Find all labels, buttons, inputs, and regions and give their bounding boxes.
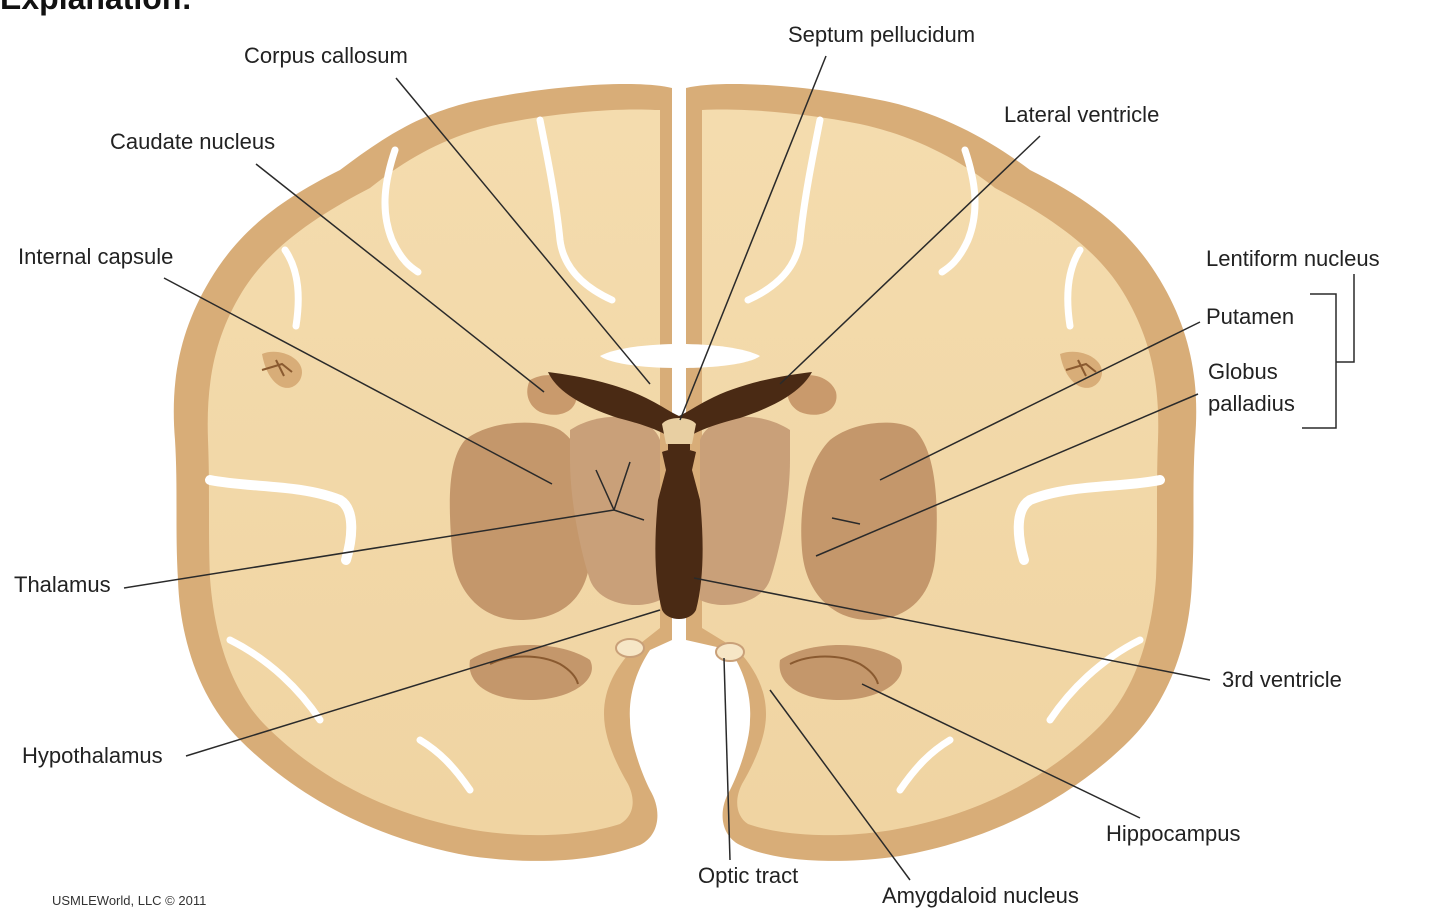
label-globus-line1: Globus (1208, 359, 1278, 384)
left-sulcus-1 (381, 146, 422, 276)
right-sulcus-3 (1013, 475, 1165, 565)
label-third-ventricle: 3rd ventricle (1222, 667, 1342, 692)
right-putamen (801, 422, 937, 620)
leader-internal-capsule (163, 277, 553, 485)
right-thalamus (700, 416, 790, 606)
copyright-credit: USMLEWorld, LLC © 2011 (52, 893, 207, 908)
right-sulcus-6 (744, 116, 824, 304)
leader-caudate-nucleus (255, 163, 545, 393)
left-sulcus-2 (281, 246, 302, 330)
leader-globus (815, 393, 1199, 557)
bracket-lentiform (1336, 274, 1355, 363)
lateral-ventricles (548, 372, 812, 450)
right-sulcus-2 (1064, 246, 1084, 330)
label-amygdaloid-nucleus: Amygdaloid nucleus (882, 883, 1079, 908)
leader-amygdaloid (769, 689, 911, 881)
leader-thalamus (123, 461, 645, 589)
label-hippocampus: Hippocampus (1106, 821, 1241, 846)
corpus-callosum-region (600, 344, 760, 368)
third-ventricle (655, 449, 703, 619)
optic-tract-left (615, 638, 645, 658)
label-internal-capsule: Internal capsule (18, 244, 174, 269)
bracket-putamen-globus (1302, 293, 1337, 429)
leader-hypothalamus (185, 609, 661, 757)
leader-third-ventricle (693, 577, 1211, 681)
right-hippocampus (779, 645, 902, 700)
label-putamen: Putamen (1206, 304, 1295, 329)
leader-hippocampus (861, 683, 1141, 819)
label-corpus-callosum: Corpus callosum (244, 43, 408, 68)
label-hypothalamus: Hypothalamus (22, 743, 163, 768)
left-sulcus-3 (205, 475, 357, 565)
optic-tract-right (715, 642, 745, 662)
leader-optic-tract (723, 657, 731, 861)
right-sulcus-4 (1046, 636, 1144, 724)
label-caudate-nucleus: Caudate nucleus (110, 129, 276, 154)
right-hemisphere (686, 84, 1197, 861)
leader-putamen (879, 321, 1201, 481)
explanation-heading: Explanation: (0, 0, 192, 17)
label-globus-line2: palladius (1208, 391, 1295, 416)
leader-septum-pellucidum (679, 55, 827, 421)
left-hemisphere (173, 84, 673, 861)
right-insula-gray (1060, 351, 1102, 388)
right-sulcus-5 (896, 736, 954, 794)
label-lentiform-nucleus: Lentiform nucleus (1206, 246, 1380, 271)
left-sulcus-6 (536, 116, 616, 304)
label-septum-pellucidum: Septum pellucidum (788, 22, 976, 47)
label-optic-tract: Optic tract (698, 863, 799, 888)
leader-corpus-callosum (395, 77, 651, 385)
leader-lateral-ventricle (779, 135, 1041, 385)
left-sulcus-5 (416, 736, 474, 794)
left-sulcus-4 (226, 636, 324, 724)
septum-pellucidum (662, 418, 696, 444)
label-thalamus: Thalamus (14, 572, 111, 597)
right-sulcus-1 (938, 146, 979, 276)
label-lateral-ventricle: Lateral ventricle (1004, 102, 1160, 127)
left-putamen (449, 422, 592, 620)
